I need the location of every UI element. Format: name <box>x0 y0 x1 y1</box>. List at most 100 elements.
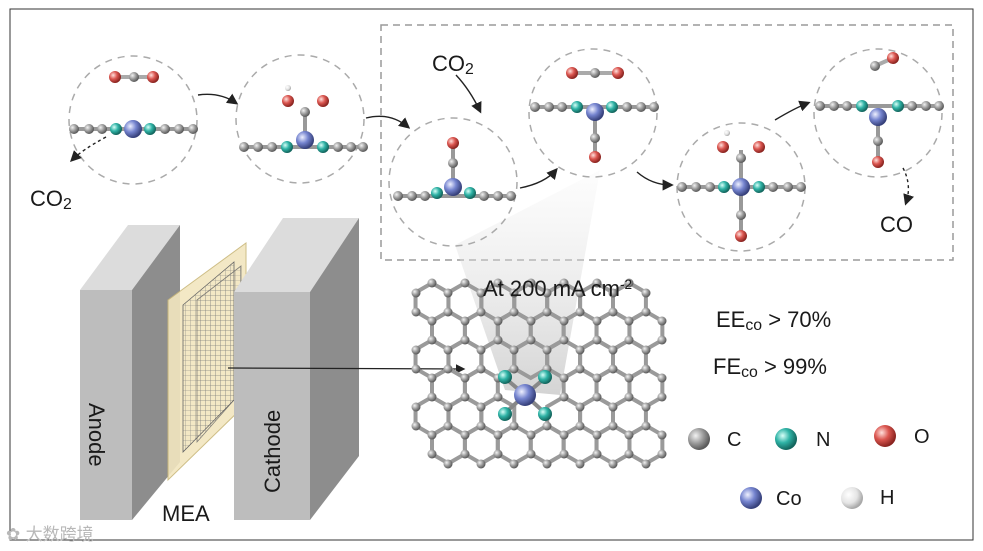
lattice-carbon-atom <box>509 364 519 374</box>
lattice-carbon-atom <box>608 402 618 412</box>
lattice-carbon-atom <box>493 449 503 459</box>
molecule-step-3 <box>393 137 516 201</box>
lattice-carbon-atom <box>427 316 437 326</box>
lattice-carbon-atom <box>476 288 486 298</box>
lattice-carbon-atom <box>559 316 569 326</box>
legend-label-n: N <box>816 429 831 451</box>
condition-superscript: -2 <box>619 276 633 292</box>
lattice-carbon-atom <box>427 373 437 383</box>
lattice-hexagon <box>430 423 467 466</box>
lattice-carbon-atom <box>411 402 421 412</box>
anode-block <box>80 225 180 520</box>
lattice-carbon-atom <box>641 364 651 374</box>
watermark-text: 大数跨境 <box>25 525 94 545</box>
lattice-carbon-atom <box>443 307 453 317</box>
co2-left-subscript: 2 <box>63 195 72 213</box>
step-arrows <box>70 74 914 206</box>
lattice-carbon-atom <box>493 430 503 440</box>
lattice-carbon-atom <box>476 307 486 317</box>
lattice-carbon-atom <box>493 392 503 402</box>
step-circle-3 <box>388 117 518 247</box>
lattice-carbon-atom <box>657 335 667 345</box>
lattice-carbon-atom <box>575 364 585 374</box>
lattice-carbon-atom <box>411 345 421 355</box>
lattice-carbon-atom <box>443 364 453 374</box>
lattice-carbon-atom <box>411 421 421 431</box>
molecule-step-6 <box>815 52 944 168</box>
legend-label-o: O <box>914 426 930 448</box>
lattice-carbon-atom <box>575 459 585 469</box>
lattice-carbon-atom <box>657 430 667 440</box>
lattice-carbon-atom <box>592 449 602 459</box>
lattice-hexagon <box>462 423 500 466</box>
legend-label-h: H <box>880 487 895 509</box>
lattice-carbon-atom <box>460 278 470 288</box>
lattice-carbon-atom <box>624 392 634 402</box>
zoom-pointer-line <box>227 364 466 374</box>
lattice-carbon-atom <box>411 364 421 374</box>
lattice-carbon-atom <box>509 459 519 469</box>
lattice-carbon-atom <box>460 316 470 326</box>
label-mea: MEA <box>162 501 210 526</box>
lattice-carbon-atom <box>641 402 651 412</box>
legend-ball-o <box>874 425 896 447</box>
ee-value: > 70% <box>762 307 832 332</box>
lattice-carbon-atom <box>624 316 634 326</box>
lattice-carbon-atom <box>526 430 536 440</box>
lattice-carbon-atom <box>476 421 486 431</box>
lattice-carbon-atom <box>592 278 602 288</box>
lattice-carbon-atom <box>608 421 618 431</box>
lattice-carbon-atom <box>509 421 519 431</box>
lattice-carbon-atom <box>592 430 602 440</box>
label-current-density: At 200 mA cm-2 <box>483 276 633 300</box>
molecule-step-4 <box>530 67 659 163</box>
lattice-carbon-atom <box>460 430 470 440</box>
lattice-carbon-atom <box>559 373 569 383</box>
lattice-carbon-atom <box>476 459 486 469</box>
lattice-carbon-atom <box>624 373 634 383</box>
lattice-carbon-atom <box>427 335 437 345</box>
lattice-carbon-atom <box>542 307 552 317</box>
lattice-carbon-atom <box>443 459 453 469</box>
label-anode: Anode <box>84 403 109 467</box>
lattice-carbon-atom <box>592 316 602 326</box>
lattice-carbon-atom <box>657 316 667 326</box>
lattice-carbon-atom <box>427 278 437 288</box>
step-circle-6 <box>813 48 943 178</box>
wechat-logo-icon: ✿ <box>6 525 21 545</box>
legend-ball-co <box>740 487 762 509</box>
molecule-step-1 <box>69 71 198 138</box>
lattice-carbon-atom <box>608 459 618 469</box>
lattice-carbon-atom <box>641 345 651 355</box>
label-ee-co: EEco > 70% <box>716 307 832 334</box>
lattice-carbon-atom <box>608 288 618 298</box>
lattice-carbon-atom <box>575 345 585 355</box>
label-co-product: CO <box>880 212 913 237</box>
lattice-carbon-atom <box>657 449 667 459</box>
lattice-carbon-atom <box>559 430 569 440</box>
lattice-carbon-atom <box>575 402 585 412</box>
lattice-carbon-atom <box>641 288 651 298</box>
molecule-step-2 <box>239 85 368 153</box>
lattice-carbon-atom <box>559 449 569 459</box>
label-co2-reactant-top: CO2 <box>432 53 474 78</box>
ee-text: EE <box>716 307 746 332</box>
lattice-carbon-atom <box>427 392 437 402</box>
co2-left-text: CO <box>30 186 63 211</box>
lattice-carbon-atom <box>509 288 519 298</box>
mechanism-box <box>380 24 954 261</box>
lattice-hexagon <box>495 423 533 466</box>
lattice-carbon-atom <box>509 307 519 317</box>
label-fe-co: FEco > 99% <box>713 356 827 381</box>
lattice-carbon-atom <box>411 288 421 298</box>
lattice-carbon-atom <box>526 449 536 459</box>
lattice-carbon-atom <box>624 430 634 440</box>
legend-label-co: Co <box>776 488 802 510</box>
lattice-carbon-atom <box>608 364 618 374</box>
lattice-carbon-atom <box>542 288 552 298</box>
lattice-carbon-atom <box>493 316 503 326</box>
lattice-carbon-atom <box>624 278 634 288</box>
lattice-carbon-atom <box>526 335 536 345</box>
lattice-carbon-atom <box>624 335 634 345</box>
fe-subscript: co <box>741 363 758 381</box>
